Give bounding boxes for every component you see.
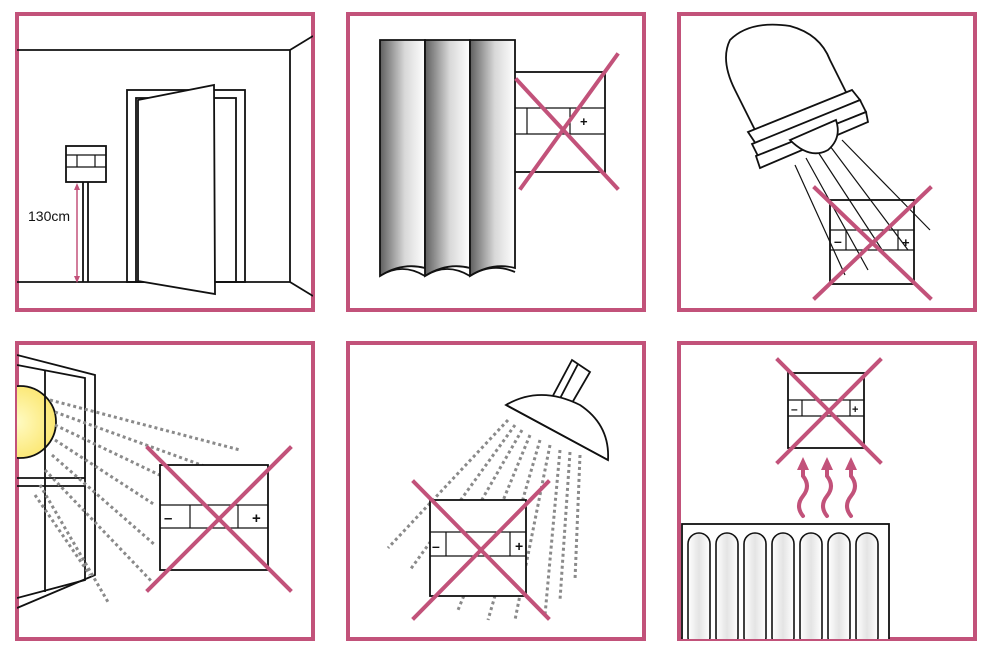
plus-symbol: + bbox=[902, 235, 910, 250]
height-label: 130cm bbox=[28, 208, 70, 224]
panel-avoid-sunlight: – + bbox=[15, 341, 315, 641]
sun-rays bbox=[33, 398, 241, 603]
minus-symbol: – bbox=[791, 402, 798, 416]
height-dimension bbox=[74, 183, 80, 283]
sun-icon bbox=[17, 385, 57, 459]
minus-symbol: – bbox=[432, 538, 440, 554]
panel-avoid-shower-water: – + bbox=[346, 341, 646, 641]
plus-symbol: + bbox=[515, 538, 523, 554]
cross-mark bbox=[411, 479, 551, 621]
thermostat-mounted bbox=[65, 145, 107, 282]
plus-symbol: + bbox=[580, 114, 588, 129]
plus-symbol: + bbox=[852, 404, 858, 416]
curtain bbox=[379, 39, 516, 278]
door bbox=[126, 83, 246, 296]
cross-mark bbox=[145, 445, 293, 593]
shower-head-icon bbox=[504, 358, 609, 462]
panel-avoid-lamp: – + bbox=[677, 12, 977, 312]
cross-mark bbox=[514, 52, 620, 191]
window bbox=[17, 354, 96, 609]
panel-avoid-curtain: + bbox=[346, 12, 646, 312]
heat-arrows-icon bbox=[797, 457, 857, 518]
lamp-icon bbox=[725, 23, 870, 170]
light-rays bbox=[794, 139, 931, 276]
radiator-icon bbox=[681, 523, 890, 639]
panel-recommended-placement: 130cm bbox=[15, 12, 315, 312]
minus-symbol: – bbox=[164, 510, 172, 527]
plus-symbol: + bbox=[252, 510, 261, 527]
cross-mark bbox=[775, 357, 883, 465]
panel-avoid-radiator-heat: – + bbox=[677, 341, 977, 641]
cross-mark bbox=[812, 185, 933, 301]
minus-symbol: – bbox=[834, 233, 842, 249]
